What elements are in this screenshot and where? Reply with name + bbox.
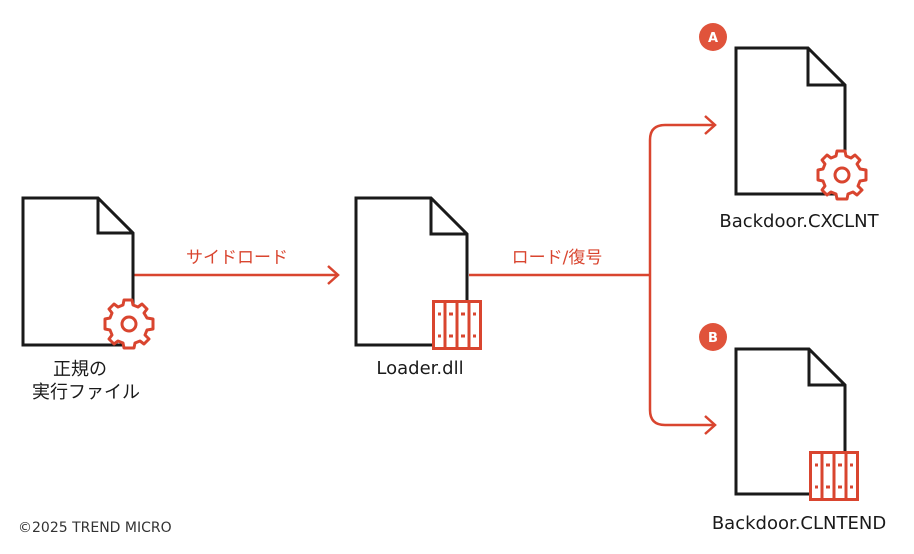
copyright-text: ©2025 TREND MICRO — [18, 520, 172, 536]
gear-icon — [103, 298, 155, 350]
backdoor-b-label: Backdoor.CLNTEND — [712, 513, 886, 534]
node-backdoor-clntend: B Backdoor.CLNTEND — [699, 323, 886, 534]
loader-label: Loader.dll — [376, 358, 463, 379]
badge-b — [699, 323, 727, 351]
badge-a — [699, 23, 727, 51]
binary-module-icon — [809, 451, 859, 501]
file-icon — [21, 196, 135, 347]
node-legit-executable: 正規の 実行ファイル — [21, 196, 155, 403]
node-loader-dll: Loader.dll — [354, 196, 482, 379]
edge-load-decrypt — [469, 115, 717, 435]
load-decrypt-label: ロード/復号 — [512, 248, 603, 268]
binary-module-icon — [432, 300, 482, 350]
edge-sideload — [133, 265, 340, 285]
badge-a-text: A — [708, 31, 718, 46]
legit-exe-label-line2: 実行ファイル — [32, 382, 140, 403]
node-backdoor-cxclnt: A Backdoor.CXCLNT — [699, 23, 880, 232]
backdoor-a-label: Backdoor.CXCLNT — [719, 211, 879, 232]
badge-b-text: B — [708, 331, 718, 346]
gear-icon — [816, 149, 868, 201]
sideload-label: サイドロード — [186, 248, 288, 268]
legit-exe-label-line1: 正規の — [53, 359, 107, 380]
